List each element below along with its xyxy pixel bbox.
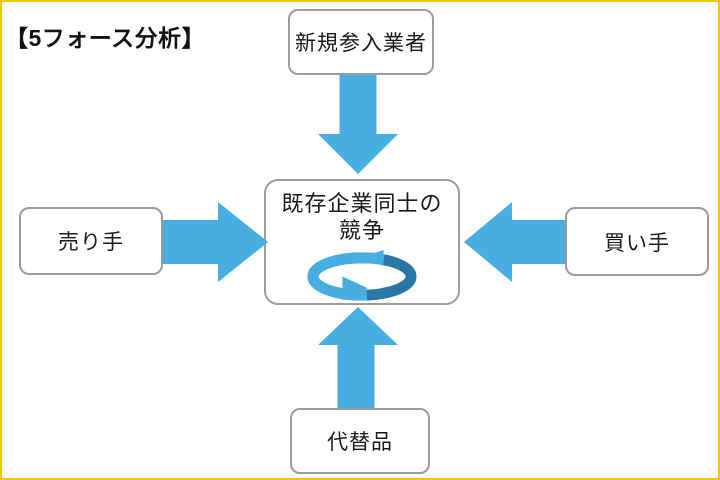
node-substitutes: 代替品 [290, 408, 430, 474]
node-new-entrants: 新規参入業者 [288, 9, 434, 75]
central-label-line1: 既存企業同士の [281, 191, 443, 216]
arrow-right-shape [163, 202, 268, 282]
arrow-up-shape [318, 307, 398, 408]
arrow-left-shape [464, 202, 565, 282]
page-title: 【5フォース分析】 [5, 25, 206, 51]
cycle-arrowhead-left-icon [359, 249, 384, 266]
central-label-line2: 競争 [338, 218, 385, 243]
arrow-up-icon [318, 307, 398, 408]
central-competition-label: 既存企業同士の 競争 [281, 190, 442, 244]
node-buyers-label: 買い手 [604, 231, 670, 255]
node-central-competition: 既存企業同士の 競争 [264, 179, 460, 305]
node-suppliers-label: 売り手 [58, 231, 124, 254]
cycle-arrows-icon [307, 249, 417, 301]
node-buyers: 買い手 [565, 207, 709, 276]
arrow-down-icon [318, 75, 398, 174]
arrow-down-shape [318, 75, 398, 174]
node-new-entrants-label: 新規参入業者 [295, 32, 427, 55]
node-suppliers: 売り手 [19, 207, 163, 275]
arrow-left-icon [464, 202, 565, 282]
arrow-right-icon [163, 202, 268, 282]
cycle-arrowhead-right-icon [342, 276, 368, 301]
cycle-front-arc-bottom [307, 275, 368, 301]
node-substitutes-label: 代替品 [327, 431, 393, 454]
